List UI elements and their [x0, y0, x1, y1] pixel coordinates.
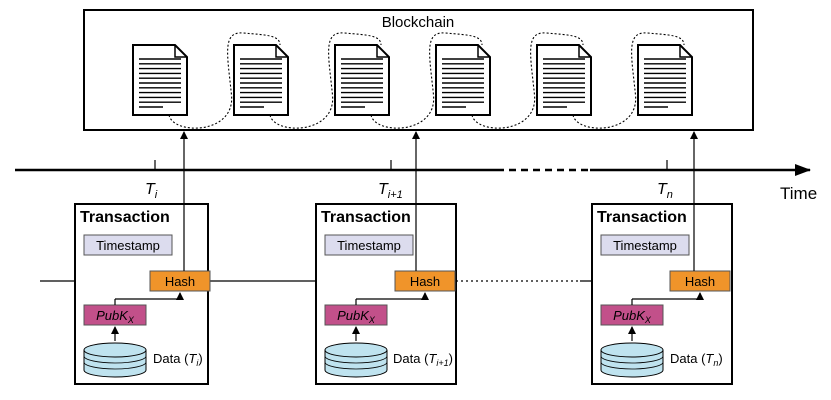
transaction-title: Transaction: [321, 209, 411, 226]
hash-label: Hash: [685, 274, 715, 289]
transaction-title: Transaction: [597, 209, 687, 226]
chain-link: [370, 32, 483, 129]
block-list: [132, 44, 693, 116]
blockchain-title: Blockchain: [382, 14, 455, 31]
database-icon: [83, 342, 147, 378]
transaction-box: Transaction Timestamp Hash PubKX Data (T…: [74, 131, 211, 385]
chain-link: [572, 32, 685, 129]
timestamp-box: [83, 234, 173, 256]
chain-link: [168, 32, 281, 129]
timestamp-box: [324, 234, 414, 256]
pubkey-label: PubKX: [337, 308, 376, 325]
chain-links: [168, 32, 685, 129]
time-tick-label: Tn: [657, 181, 673, 201]
time-axis: Time Ti Ti+1 Tn: [15, 160, 817, 203]
hash-box: [149, 270, 211, 292]
hash-box: [394, 270, 456, 292]
time-axis-label: Time: [780, 184, 817, 203]
timestamp-label: Timestamp: [613, 238, 677, 253]
transaction-box: Transaction Timestamp Hash PubKX Data (T…: [591, 131, 733, 385]
database-icon: [324, 342, 388, 378]
data-label: Data (Ti+1): [393, 351, 453, 368]
timestamp-label: Timestamp: [96, 238, 160, 253]
block-document-icon: [132, 44, 188, 116]
pubkey-label: PubKX: [96, 308, 135, 325]
chain-link: [471, 32, 584, 129]
hash-box: [669, 270, 731, 292]
block-document-icon: [334, 44, 390, 116]
time-tick-label: Ti+1: [378, 181, 403, 201]
data-label: Data (Tn): [670, 351, 723, 368]
pubkey-label: PubKX: [613, 308, 652, 325]
blockchain-panel: Blockchain: [83, 9, 754, 131]
database-icon: [600, 342, 664, 378]
block-document-icon: [435, 44, 491, 116]
transaction-title: Transaction: [80, 209, 170, 226]
data-label: Data (Ti): [153, 351, 203, 368]
block-document-icon: [637, 44, 693, 116]
time-tick-label: Ti: [145, 181, 158, 201]
chain-link: [269, 32, 382, 129]
block-document-icon: [536, 44, 592, 116]
block-document-icon: [233, 44, 289, 116]
timestamp-label: Timestamp: [337, 238, 401, 253]
hash-label: Hash: [165, 274, 195, 289]
hash-label: Hash: [410, 274, 440, 289]
transaction-box: Transaction Timestamp Hash PubKX Data (T…: [315, 131, 457, 385]
timestamp-box: [600, 234, 690, 256]
